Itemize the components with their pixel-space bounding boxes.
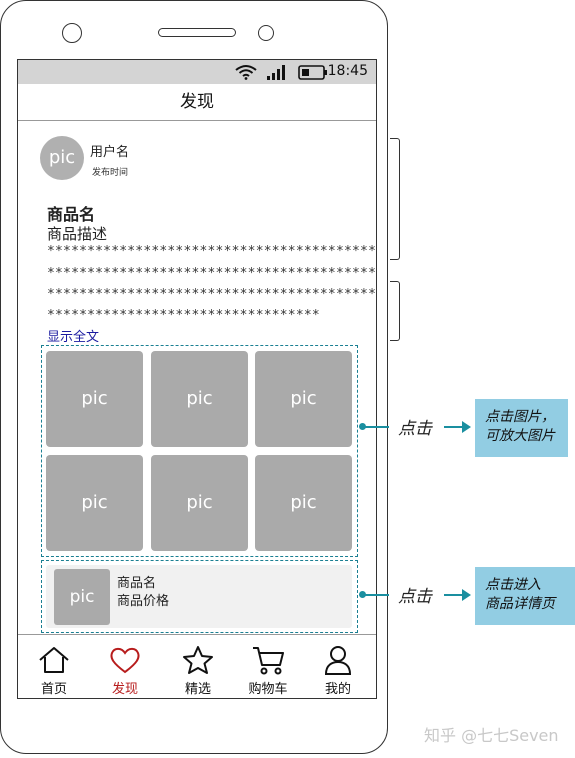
annotation-note-line: 点击图片， (485, 409, 555, 425)
arrow-right-icon (462, 421, 471, 433)
cart-icon (253, 647, 284, 675)
post-image[interactable]: pic (151, 351, 248, 447)
post-image[interactable]: pic (46, 455, 143, 551)
product-card[interactable]: pic 商品名 商品价格 (46, 565, 352, 628)
product-link-box: pic 商品名 商品价格 (41, 560, 358, 633)
tab-cart[interactable]: 购物车 (238, 635, 298, 698)
home-icon (39, 647, 69, 673)
page-title: 发现 (18, 84, 376, 121)
heart-icon (110, 647, 140, 674)
post-image[interactable]: pic (46, 351, 143, 447)
annotation-line (364, 594, 389, 596)
tab-label: 购物车 (248, 682, 288, 697)
product-description: 商品描述 (47, 225, 108, 243)
tab-label: 发现 (111, 682, 138, 697)
annotation-note: 点击图片， 可放大图片 (475, 399, 568, 457)
description-line: ****************************************… (47, 266, 377, 281)
annotation-arrow-line (444, 594, 462, 596)
product-card-name: 商品名 (117, 576, 157, 591)
phone-screen: 18:45 发现 pic 用户名 发布时间 商品名 商品描述 *********… (17, 59, 377, 699)
image-grid: pic pic pic pic pic pic (41, 345, 358, 557)
user-icon (324, 646, 352, 675)
status-bar: 18:45 (18, 60, 376, 84)
description-line: ****************************************… (47, 244, 377, 259)
annotation-dot (359, 423, 366, 430)
product-thumbnail: pic (54, 569, 110, 625)
post-image[interactable]: pic (255, 455, 352, 551)
description-line: ****************************************… (47, 287, 377, 302)
annotation-note-line: 商品详情页 (485, 596, 555, 612)
volume-button (390, 138, 400, 260)
product-name: 商品名 (47, 205, 96, 224)
annotation-arrow-line (444, 426, 462, 428)
star-icon (183, 646, 213, 674)
tab-label: 精选 (184, 682, 211, 697)
battery-icon (298, 65, 327, 80)
tab-home[interactable]: 首页 (24, 635, 84, 698)
sensor (258, 25, 274, 41)
front-camera (62, 23, 82, 43)
bottom-tab-bar: 首页 发现 精选 购物车 我的 (18, 634, 376, 698)
tab-me[interactable]: 我的 (308, 635, 368, 698)
power-button (390, 281, 400, 341)
status-time: 18:45 (327, 63, 368, 79)
tab-label: 首页 (40, 682, 67, 697)
tab-label: 我的 (324, 682, 351, 697)
description-line: ********************************** (47, 308, 320, 323)
arrow-right-icon (462, 589, 471, 601)
post-time: 发布时间 (92, 168, 129, 178)
annotation-action: 点击 (398, 587, 432, 607)
annotation-line (364, 426, 389, 428)
annotation-note-line: 点击进入 (485, 577, 541, 593)
annotation-note: 点击进入 商品详情页 (475, 567, 575, 625)
product-card-price: 商品价格 (117, 594, 170, 609)
show-full-text-link[interactable]: 显示全文 (47, 330, 100, 345)
tab-discover[interactable]: 发现 (95, 635, 155, 698)
post-image[interactable]: pic (255, 351, 352, 447)
speaker-grille (158, 28, 236, 37)
watermark: 知乎 @七七Seven (424, 726, 559, 745)
annotation-dot (359, 591, 366, 598)
post-image[interactable]: pic (151, 455, 248, 551)
username[interactable]: 用户名 (90, 145, 130, 160)
wifi-icon (235, 65, 257, 80)
user-avatar[interactable]: pic (40, 136, 84, 180)
signal-icon (267, 65, 285, 80)
annotation-action: 点击 (398, 419, 432, 439)
annotation-note-line: 可放大图片 (485, 428, 555, 444)
tab-featured[interactable]: 精选 (168, 635, 228, 698)
